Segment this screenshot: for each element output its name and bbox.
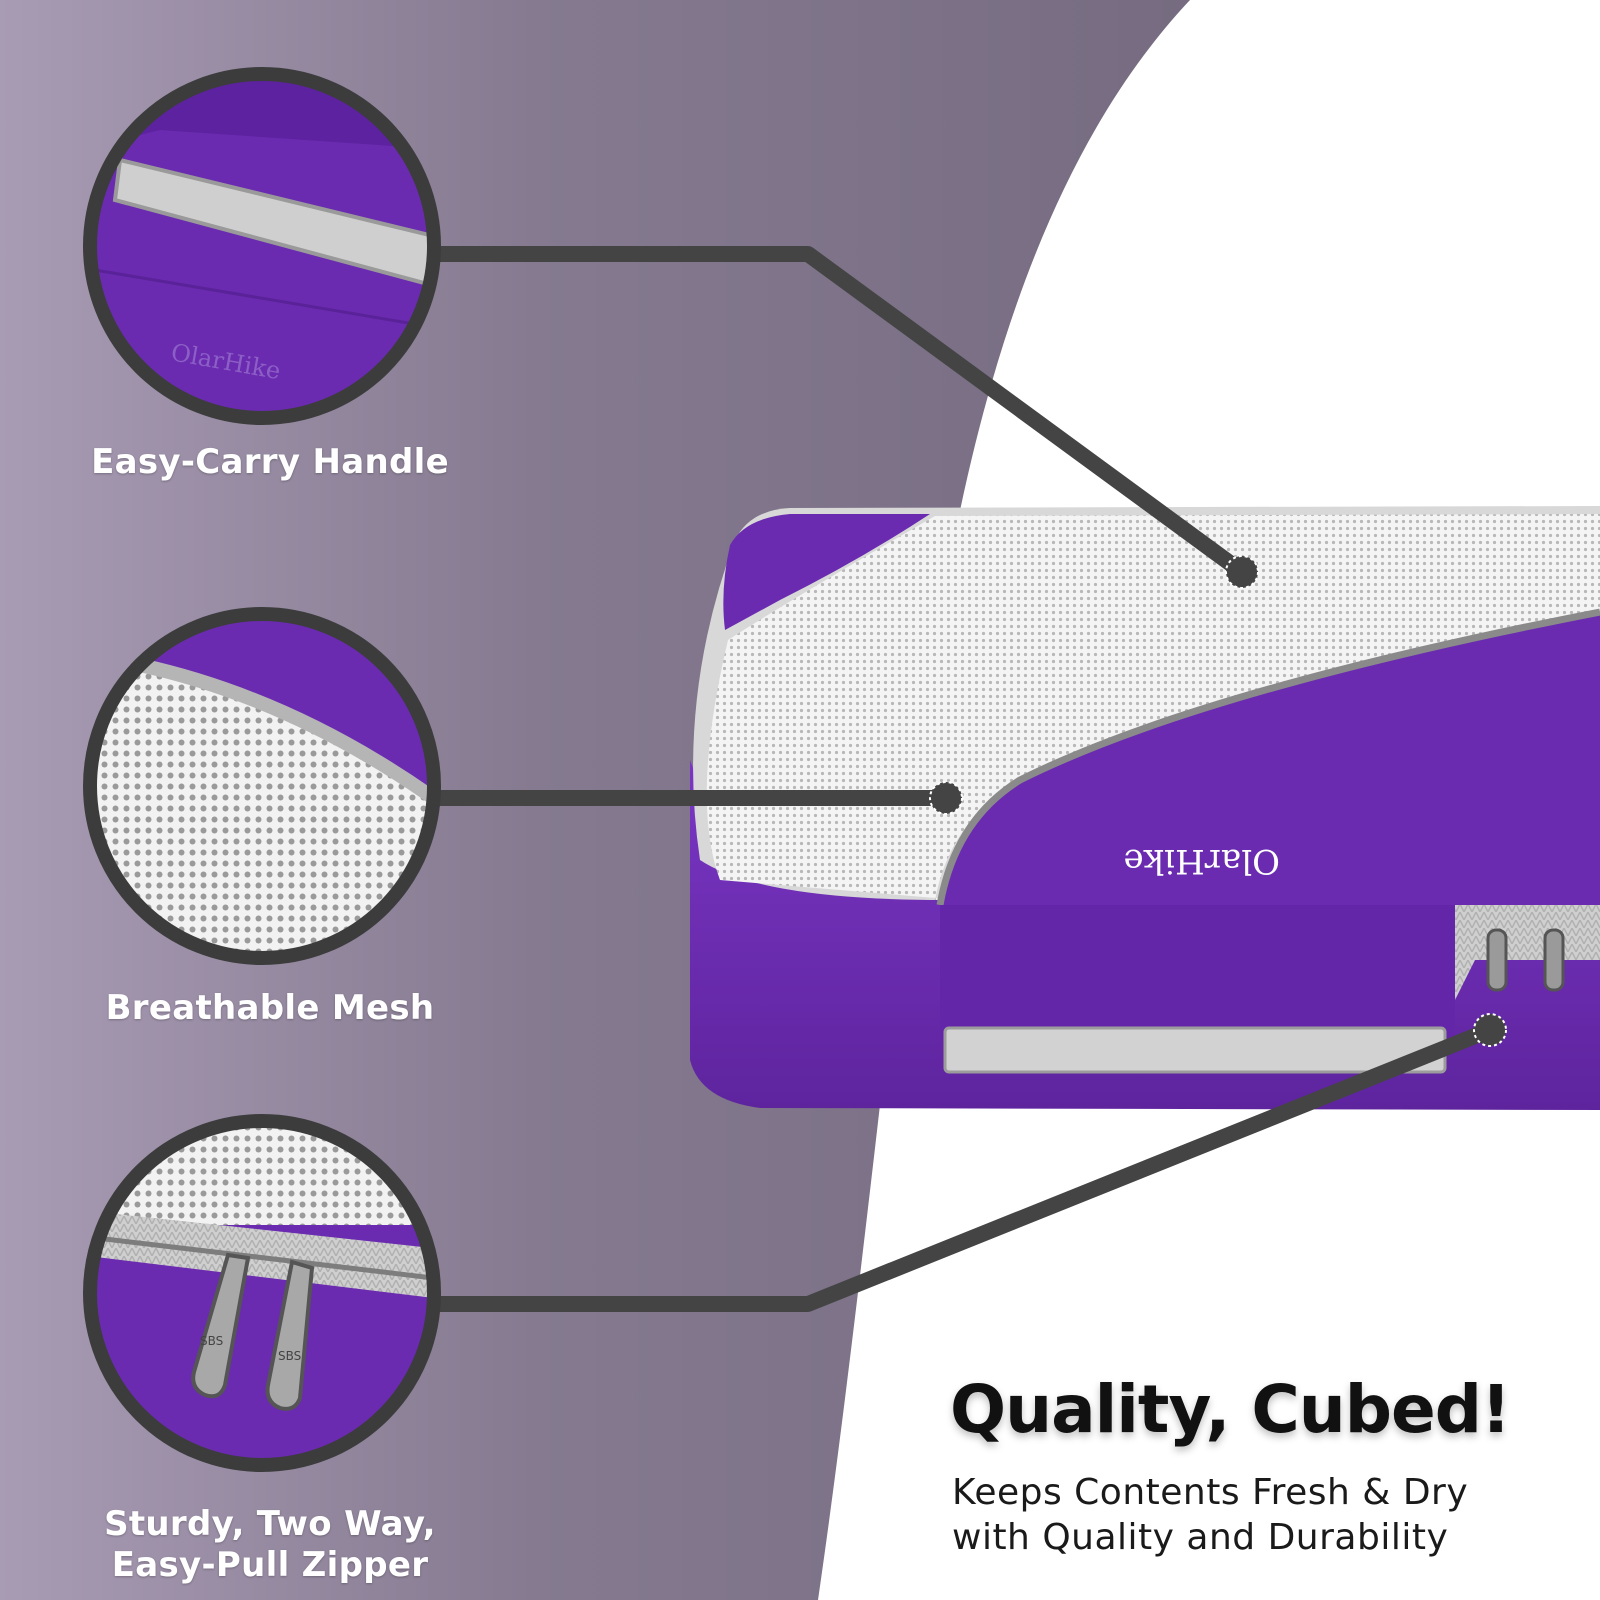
cube-purple-panel <box>940 612 1600 905</box>
cube-top-corner <box>723 514 930 630</box>
callout-dots <box>929 555 1507 1047</box>
feature-label-handle: Easy-Carry Handle <box>91 442 449 482</box>
cube-brand-print: OlarHike <box>1123 841 1280 881</box>
detail-circle-zipper: SBS SBS <box>83 1114 441 1472</box>
callout-lines <box>430 246 1493 1312</box>
subheadline-line1: Keeps Contents Fresh & Dry <box>952 1472 1469 1513</box>
cube-front-flap <box>940 905 1455 1040</box>
zipper-pull-detail: SBS SBS <box>191 1252 315 1411</box>
cube-zipper-pulls <box>1486 928 1565 992</box>
subheadline-line2: with Quality and Durability <box>952 1517 1449 1558</box>
feature-label-zipper: Sturdy, Two Way, Easy-Pull Zipper <box>60 1504 480 1586</box>
feature-label-zipper-line1: Sturdy, Two Way, <box>104 1504 436 1544</box>
feature-label-zipper-line2: Easy-Pull Zipper <box>111 1545 429 1585</box>
callout-line-handle <box>430 246 1247 579</box>
feature-label-mesh: Breathable Mesh <box>105 988 435 1028</box>
detail-circle-mesh <box>83 607 441 965</box>
zipper-print-2: SBS <box>278 1349 301 1363</box>
packing-cube-illustration: OlarHike <box>690 506 1600 1110</box>
headline: Quality, Cubed! <box>950 1371 1511 1448</box>
cube-handle-strap <box>943 1026 1447 1074</box>
cube-zipper-tape <box>1455 905 1600 1000</box>
callout-line-zipper <box>430 1022 1493 1312</box>
zipper-print-1: SBS <box>200 1334 223 1348</box>
